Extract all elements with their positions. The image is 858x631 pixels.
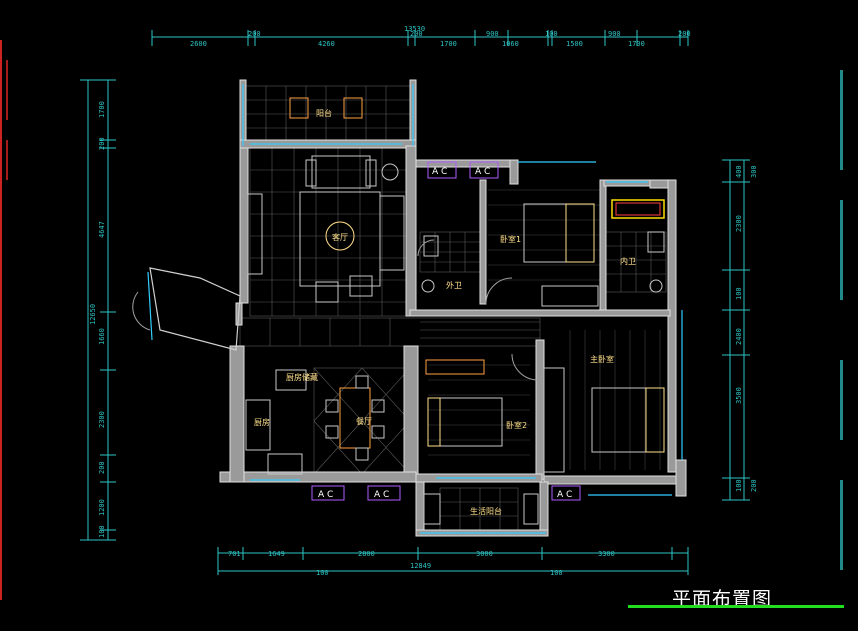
dim-top-7: 100 (545, 30, 558, 38)
dim-bottom-total: 12849 (410, 562, 431, 570)
dim-left-7: 100 (98, 525, 106, 538)
dim-top-10: 1700 (628, 40, 645, 48)
dim-left-0: 1700 (98, 101, 106, 118)
room-label-living-room: 客厅 (332, 232, 348, 242)
dim-left-6: 1200 (98, 499, 106, 516)
room-label-bedroom-1: 卧室1 (500, 234, 521, 244)
drawing-title: 平面布置图 (672, 588, 773, 610)
room-label-dining-room: 餐厅 (356, 417, 372, 426)
ac-label-0: A C (432, 167, 447, 177)
room-label-balcony-north: 阳台 (316, 108, 332, 118)
dim-left-3: 1660 (98, 328, 106, 345)
dim-top-6: 1060 (502, 40, 519, 48)
dim-left-4: 2300 (98, 411, 106, 428)
ac-label-2: A C (318, 490, 333, 500)
dim-right-5: 3500 (735, 387, 743, 404)
dim-top-total: 13530 (404, 25, 425, 33)
room-label-kitchen-store: 厨房储藏 (286, 372, 318, 382)
dim-right-2: 2300 (735, 215, 743, 232)
dim-right-1: 300 (750, 165, 758, 178)
dim-bottom-small-0: 100 (316, 569, 329, 577)
windows (147, 84, 683, 534)
dim-bottom-2: 2800 (358, 550, 375, 558)
dim-right-4: 2400 (735, 328, 743, 345)
room-label-inner-bath: 内卫 (620, 256, 636, 266)
dim-top-11: 200 (678, 30, 691, 38)
room-label-kitchen: 厨房 (254, 417, 270, 427)
dim-top-4: 1700 (440, 40, 457, 48)
dim-bottom-3: 3000 (476, 550, 493, 558)
ac-label-3: A C (374, 490, 389, 500)
sheet-border-left (0, 40, 2, 600)
dim-top-0: 2600 (190, 40, 207, 48)
dim-left-2: 4647 (98, 221, 106, 238)
dim-top-1: 200 (248, 30, 261, 38)
room-label-living-balcony: 生活阳台 (470, 506, 502, 516)
dim-bottom-1: 1649 (268, 550, 285, 558)
dim-left-total: 12650 (89, 304, 97, 325)
room-label-outer-bath: 外卫 (446, 280, 462, 290)
dim-top-2: 4260 (318, 40, 335, 48)
dim-bottom-0: 701 (228, 550, 241, 558)
dim-right-0: 400 (735, 165, 743, 178)
ac-label-1: A C (475, 167, 490, 177)
dim-top-3: 200 (410, 30, 423, 38)
dim-left-1: 200 (98, 137, 106, 150)
dim-right-3: 100 (735, 287, 743, 300)
dimension-lines (80, 30, 750, 575)
room-label-master-bedroom: 主卧室 (590, 354, 614, 364)
dim-top-5: 900 (486, 30, 499, 38)
floor-tiles (239, 85, 667, 531)
dim-right-6: 100 (735, 479, 743, 492)
dim-top-9: 900 (608, 30, 621, 38)
room-label-bedroom-2: 卧室2 (506, 420, 527, 430)
dim-top-8: 1500 (566, 40, 583, 48)
ac-units: A C A C A C A C A C (311, 161, 581, 501)
furniture (132, 97, 665, 525)
dim-right-7: 200 (750, 479, 758, 492)
dim-bottom-4: 3300 (598, 550, 615, 558)
ac-label-4: A C (557, 490, 572, 500)
dim-left-5: 200 (98, 461, 106, 474)
walls (219, 79, 687, 537)
title-underline (628, 605, 844, 608)
dim-bottom-small-1: 100 (550, 569, 563, 577)
